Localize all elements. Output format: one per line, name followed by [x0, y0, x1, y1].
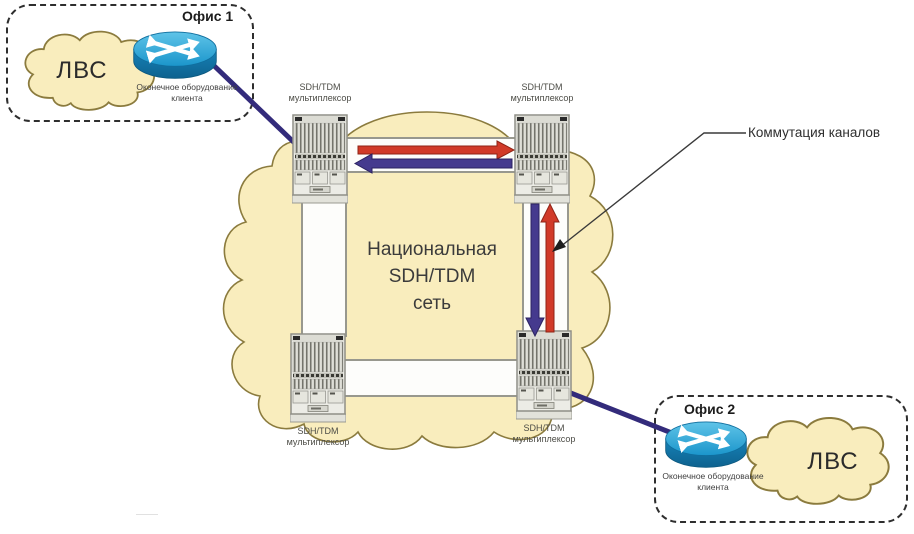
mux-label-line: SDH/TDM: [521, 82, 563, 92]
mux-label-line: мультиплексор: [288, 93, 352, 103]
mux-label-bottom-right: SDH/TDM мультиплексор: [484, 423, 604, 445]
mux-label-bottom-left: SDH/TDM мультиплексор: [258, 426, 378, 448]
arrow-top-purple-left: [353, 153, 513, 174]
mux-label-line: SDH/TDM: [523, 423, 565, 433]
annotation-arrowhead: [552, 239, 566, 252]
office1-title: Офис 1: [182, 8, 234, 24]
mux-label-top-right: SDH/TDM мультиплексор: [482, 82, 602, 104]
arrow-top-red-right: [357, 140, 516, 160]
mux-label-line: мультиплексор: [510, 93, 574, 103]
mux-label-line: SDH/TDM: [299, 82, 341, 92]
mux-label-line: SDH/TDM: [297, 426, 339, 436]
faint-mark: [136, 514, 158, 515]
pipe-bottom: [343, 359, 519, 397]
office2-router-icon: [666, 422, 747, 467]
mux-bottom-right: [516, 330, 572, 420]
office1-access-link: [203, 55, 307, 155]
mux-label-line: мультиплексор: [512, 434, 576, 444]
office2-lan-label: ЛВС: [807, 448, 859, 475]
equipment-label-line: клиента: [697, 482, 729, 492]
annotation-leader-line: [559, 132, 746, 248]
equipment-label-line: клиента: [171, 93, 203, 103]
equipment-label-line: Оконечное оборудование: [136, 82, 238, 92]
mux-top-left: [292, 114, 348, 204]
network-label-line: SDH/TDM: [388, 266, 476, 287]
office1-lan-label: ЛВС: [56, 57, 108, 84]
pipe-left: [301, 199, 347, 337]
office2-title: Офис 2: [684, 401, 736, 417]
national-network-label: Национальная SDH/TDM сеть: [350, 236, 514, 317]
office2-equipment-label: Оконечное оборудование клиента: [643, 471, 783, 493]
arrow-right-red-up: [540, 202, 560, 333]
circuit-switching-annotation: Коммутация каналов: [748, 125, 881, 140]
mux-label-line: мультиплексор: [286, 437, 350, 447]
mux-label-top-left: SDH/TDM мультиплексор: [260, 82, 380, 104]
office1-equipment-label: Оконечное оборудование клиента: [117, 82, 257, 104]
mux-bottom-left: [290, 333, 346, 423]
equipment-label-line: Оконечное оборудование: [662, 471, 764, 481]
network-label-line: сеть: [412, 293, 452, 314]
network-label-line: Национальная: [367, 239, 497, 260]
office1-router-icon: [134, 32, 217, 78]
arrow-right-purple-down: [525, 203, 545, 338]
mux-top-right: [514, 114, 570, 204]
